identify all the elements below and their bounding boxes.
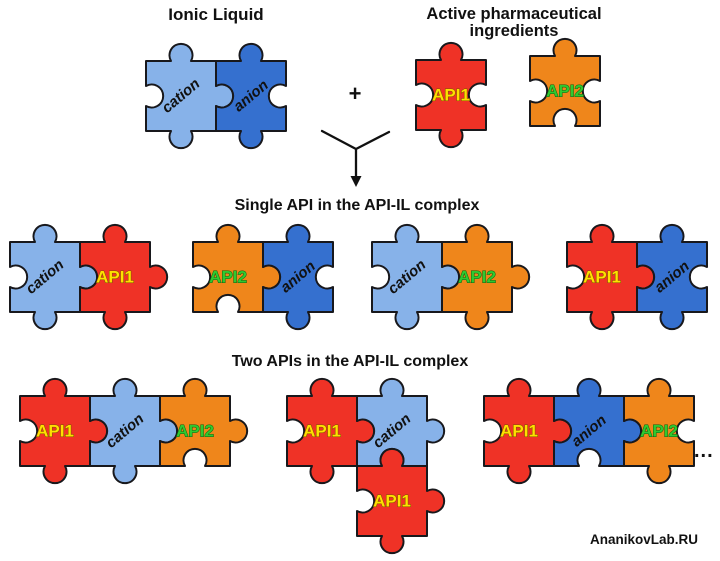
- puzzle-piece-api1: [79, 223, 169, 331]
- puzzle-piece-api2: [623, 377, 695, 485]
- watermark-label: AnanikovLab.RU: [590, 532, 699, 547]
- puzzle-piece-label-api1: API1: [36, 422, 74, 441]
- puzzle-piece-anion: [636, 223, 708, 331]
- puzzle-piece-label-api2: API2: [458, 268, 496, 287]
- puzzle-piece-api1: [415, 41, 487, 149]
- puzzle-piece-label-api1: API1: [373, 492, 411, 511]
- puzzle-piece-label-api2: API2: [546, 82, 584, 101]
- ellipsis-more: ...: [694, 440, 714, 462]
- puzzle-piece-label-api2: API2: [209, 268, 247, 287]
- puzzle-piece-label-api1: API1: [500, 422, 538, 441]
- active-pharma-title-line2: ingredients: [469, 22, 559, 41]
- puzzle-group-api2-single: API2: [529, 37, 601, 127]
- puzzle-piece-label-api1: API1: [96, 268, 134, 287]
- puzzle-piece-anion: [215, 42, 287, 150]
- two-apis-title: Two APIs in the API-IL complex: [231, 353, 469, 370]
- puzzle-piece-api2: [441, 223, 531, 331]
- puzzle-piece-label-api1: API1: [432, 86, 470, 105]
- puzzle-piece-api2: [529, 37, 601, 127]
- puzzle-group-api1-single: API1: [415, 41, 487, 149]
- puzzle-piece-label-api2: API2: [176, 422, 214, 441]
- active-pharma-title: Active pharmaceutical ingredients: [419, 5, 609, 41]
- puzzle-piece-label-api2: API2: [640, 422, 678, 441]
- plus-sign: +: [348, 81, 362, 106]
- merge-arrow-icon: [320, 129, 391, 187]
- puzzle-piece-api1: [356, 447, 446, 555]
- puzzle-piece-anion: [262, 223, 334, 331]
- single-api-title: Single API in the API-IL complex: [234, 197, 480, 214]
- puzzle-piece-api2: [159, 377, 249, 467]
- puzzle-piece-label-api1: API1: [583, 268, 621, 287]
- ionic-liquid-title: Ionic Liquid: [168, 5, 264, 24]
- active-pharma-title-line1: Active pharmaceutical: [426, 5, 602, 23]
- puzzle-piece-label-api1: API1: [303, 422, 341, 441]
